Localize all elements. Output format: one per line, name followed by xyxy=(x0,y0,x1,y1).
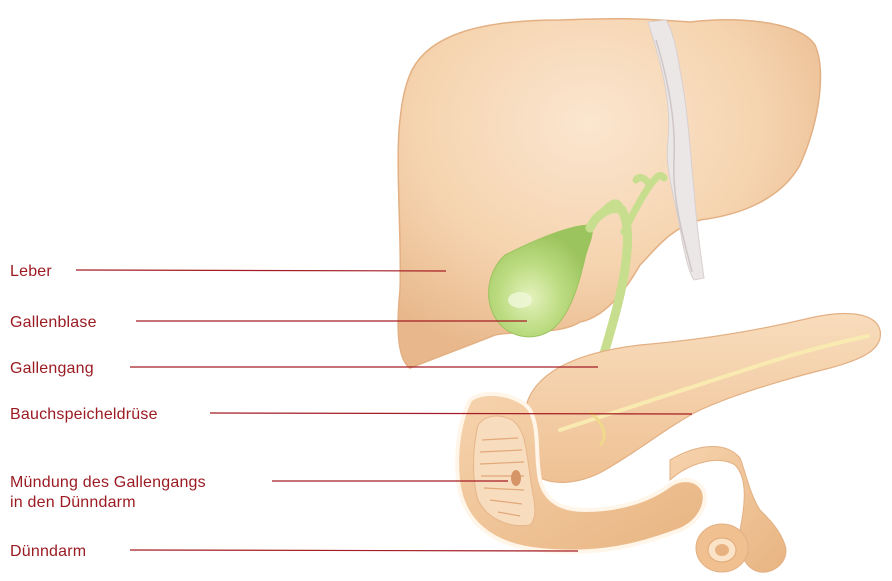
leader-line-leber xyxy=(76,270,446,271)
label-gallengang: Gallengang xyxy=(10,359,94,379)
liver-shape xyxy=(398,19,820,368)
leader-line-duenndarm xyxy=(130,550,578,551)
label-muendung: Mündung des Gallengangs in den Dünndarm xyxy=(10,473,206,513)
label-muendung-line1: Mündung des Gallengangs xyxy=(10,473,206,493)
label-leber: Leber xyxy=(10,262,52,282)
label-bauchspeicheldruese: Bauchspeicheldrüse xyxy=(10,405,158,425)
label-muendung-line2: in den Dünndarm xyxy=(10,493,206,513)
label-gallenblase: Gallenblase xyxy=(10,313,97,333)
label-duenndarm: Dünndarm xyxy=(10,542,86,562)
